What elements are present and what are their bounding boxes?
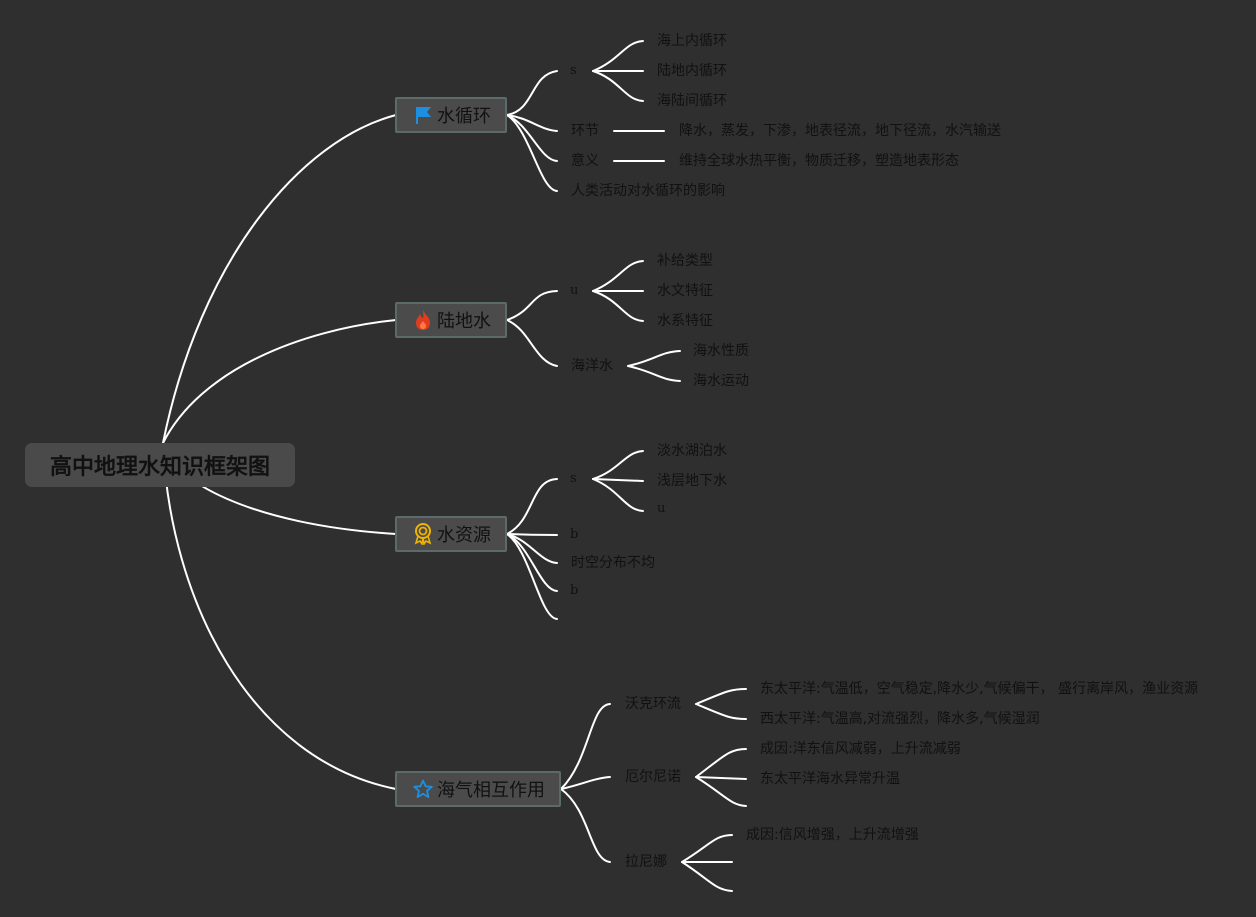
subtopic-leaf[interactable]: 浅层地下水 bbox=[657, 473, 727, 489]
topic-label: 水资源 bbox=[437, 525, 491, 546]
subtopic-leaf[interactable]: 水文特征 bbox=[657, 283, 713, 299]
subtopic-leaf[interactable]: 西太平洋:气温高,对流强烈，降水多,气候湿润 bbox=[760, 711, 1040, 727]
subtopic-la-nina[interactable]: 拉尼娜 bbox=[625, 854, 667, 870]
subtopic-leaf[interactable]: 成因:洋东信风减弱，上升流减弱 bbox=[760, 741, 961, 757]
subtopic-s[interactable]: s bbox=[570, 471, 577, 486]
subtopic-s[interactable]: s bbox=[570, 63, 577, 78]
topic-air-sea[interactable]: 海气相互作用 bbox=[395, 771, 561, 807]
award-icon bbox=[413, 523, 433, 545]
subtopic-leaf[interactable]: 降水，蒸发，下渗，地表径流，地下径流，水汽输送 bbox=[679, 123, 1001, 139]
topic-label: 水循环 bbox=[437, 106, 491, 127]
subtopic-walker-circulation[interactable]: 沃克环流 bbox=[625, 696, 681, 712]
subtopic-leaf[interactable]: 海水运动 bbox=[693, 373, 749, 389]
subtopic-u[interactable]: u bbox=[570, 283, 579, 298]
subtopic-leaf[interactable]: 海水性质 bbox=[693, 343, 749, 359]
subtopic-leaf[interactable]: 淡水湖泊水 bbox=[657, 443, 727, 459]
subtopic-leaf[interactable]: 水系特征 bbox=[657, 313, 713, 329]
subtopic-leaf[interactable]: 海陆间循环 bbox=[657, 93, 727, 109]
star-icon bbox=[413, 778, 433, 800]
topic-water-cycle[interactable]: 水循环 bbox=[395, 97, 507, 133]
flag-icon bbox=[413, 104, 433, 126]
subtopic-leaf[interactable]: 东太平洋海水异常升温 bbox=[760, 771, 900, 787]
subtopic-el-nino[interactable]: 厄尔尼诺 bbox=[625, 769, 681, 785]
subtopic-leaf[interactable]: 海上内循环 bbox=[657, 33, 727, 49]
topic-land-water[interactable]: 陆地水 bbox=[395, 302, 507, 338]
subtopic-meaning[interactable]: 意义 bbox=[571, 153, 599, 169]
subtopic-uneven-distribution[interactable]: 时空分布不均 bbox=[571, 555, 655, 571]
subtopic-leaf[interactable]: 成因:信风增强，上升流增强 bbox=[746, 827, 919, 843]
fire-icon bbox=[413, 309, 433, 331]
subtopic-leaf[interactable]: u bbox=[657, 501, 666, 516]
subtopic-human-impact[interactable]: 人类活动对水循环的影响 bbox=[571, 183, 725, 199]
subtopic-ocean-water[interactable]: 海洋水 bbox=[571, 358, 613, 374]
subtopic-leaf[interactable]: 陆地内循环 bbox=[657, 63, 727, 79]
subtopic-leaf[interactable]: 补给类型 bbox=[657, 253, 713, 269]
subtopic-b[interactable]: b bbox=[570, 527, 579, 542]
subtopic-links[interactable]: 环节 bbox=[571, 123, 599, 139]
topic-label: 海气相互作用 bbox=[437, 780, 545, 801]
subtopic-b[interactable]: b bbox=[570, 583, 579, 598]
subtopic-leaf[interactable]: 东太平洋:气温低，空气稳定,降水少,气候偏干， 盛行离岸风，渔业资源 bbox=[760, 681, 1199, 697]
topic-water-resources[interactable]: 水资源 bbox=[395, 516, 507, 552]
central-topic[interactable]: 高中地理水知识框架图 bbox=[25, 443, 295, 487]
subtopic-leaf[interactable]: 维持全球水热平衡，物质迁移，塑造地表形态 bbox=[679, 153, 959, 169]
topic-label: 陆地水 bbox=[437, 311, 491, 332]
